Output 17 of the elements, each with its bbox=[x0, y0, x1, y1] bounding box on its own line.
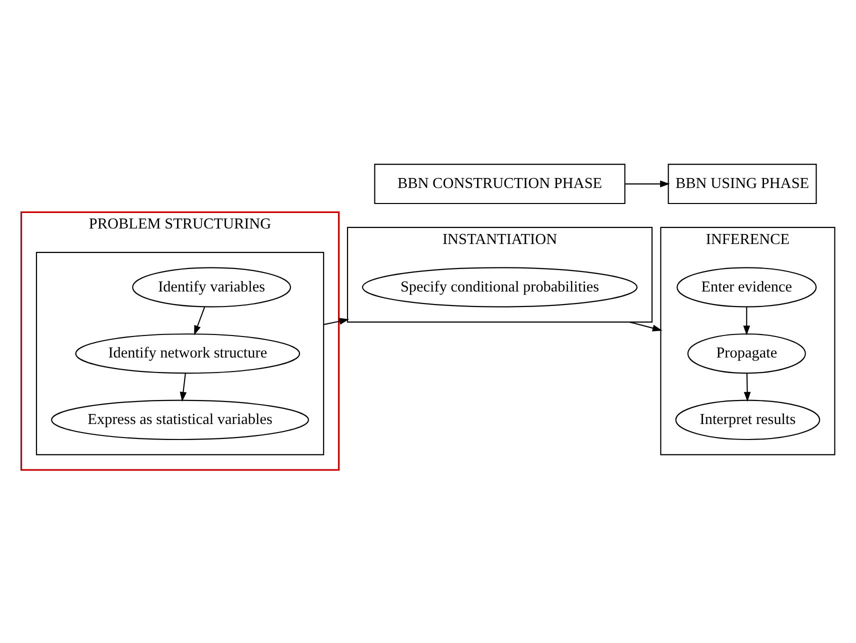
arrow bbox=[194, 306, 206, 336]
arrow bbox=[743, 306, 750, 336]
node-ellipse: Specify conditional probabilities bbox=[362, 267, 638, 308]
node-box: BBN USING PHASE bbox=[668, 164, 817, 204]
node-box: BBN CONSTRUCTION PHASE bbox=[374, 164, 626, 204]
arrow bbox=[323, 318, 350, 326]
node-ellipse: Identify network structure bbox=[75, 333, 300, 374]
node-ellipse: Propagate bbox=[687, 333, 806, 374]
arrow bbox=[180, 373, 187, 402]
node-ellipse: Express as statistical variables bbox=[51, 400, 309, 440]
cluster bbox=[36, 252, 324, 456]
node-ellipse: Enter evidence bbox=[676, 267, 817, 308]
arrow bbox=[744, 373, 751, 402]
arrow bbox=[629, 322, 662, 332]
node-ellipse: Interpret results bbox=[675, 400, 820, 440]
node-ellipse: Identify variables bbox=[132, 267, 292, 308]
arrow bbox=[625, 180, 670, 188]
